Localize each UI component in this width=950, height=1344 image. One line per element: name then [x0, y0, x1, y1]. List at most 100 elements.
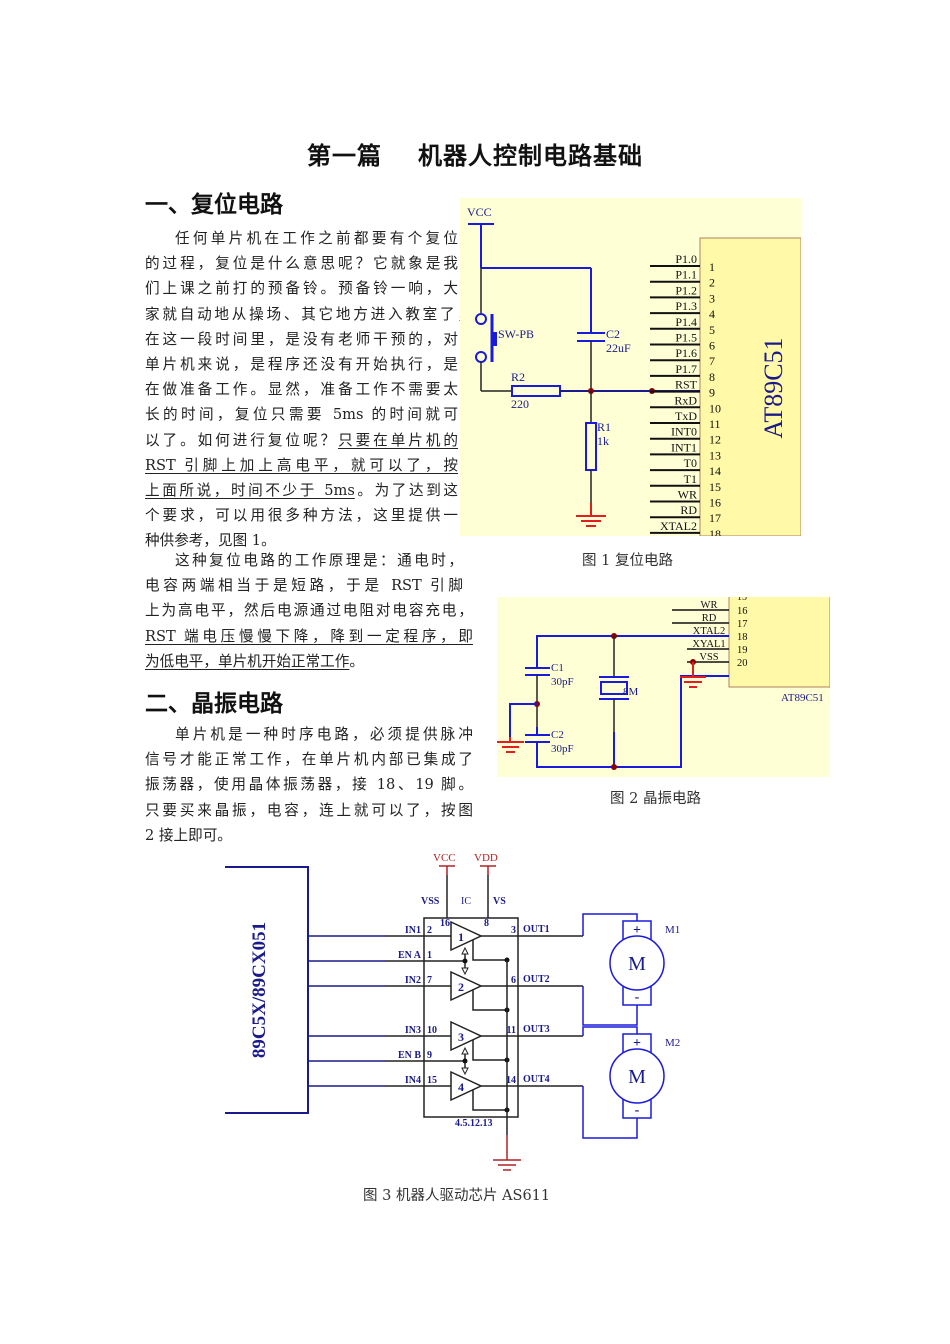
ic-body: [423, 917, 519, 1118]
buffer-amplifier: [450, 920, 483, 952]
pin-number: 20: [737, 658, 748, 669]
pin-number: 3: [511, 925, 516, 936]
text-line: 只要买来晶振，电容，连上就可以了，按图: [145, 801, 473, 819]
ground-icon: [493, 1135, 521, 1171]
input-label: EN B: [398, 1050, 421, 1061]
pin-number: 17: [709, 511, 721, 525]
pin-number: 9: [427, 1050, 432, 1061]
junction-dot: [611, 764, 617, 770]
output-label: OUT4: [523, 1074, 550, 1085]
motor-plus: +: [633, 923, 641, 938]
pin-name: RST: [675, 378, 698, 392]
underlined-text: 上面所说，时间不少于 5ms: [145, 482, 355, 500]
pin-number: 18: [737, 632, 748, 643]
pin-number: 6: [709, 339, 715, 353]
switch-contact: [475, 313, 487, 325]
buffer-amplifier: [450, 1020, 483, 1052]
buffer-amplifier: [450, 970, 483, 1002]
ground-pins-label: 4.5.12.13: [455, 1118, 493, 1129]
reset-paragraph-1: 任何单片机在工作之前都要有个复位 的过程，复位是什么意思呢？它就象是我 们上课之…: [145, 226, 472, 554]
buffer-number: 3: [458, 1030, 464, 1044]
pin-name: P1.6: [675, 346, 697, 360]
pin-number: 3: [709, 291, 715, 305]
pin-number: 16: [709, 496, 721, 510]
text-line: 在做准备工作。显然，准备工作不需要太: [145, 381, 458, 399]
motors: M+-M1M+-M2: [582, 913, 680, 1139]
underlined-text: RST 端电压慢慢下降，降到一定程序，即: [145, 627, 473, 645]
r1-label: R1: [597, 420, 611, 434]
pin-name: XYAL1: [692, 639, 725, 650]
pin-name: P1.3: [675, 299, 697, 313]
figure-1-reset-circuit: AT89C51 VCC SW-PB C2 22uF R2 220 R1 1k P…: [460, 198, 801, 536]
text-line: 在这一段时间里，是没有老师干预的，对: [145, 330, 458, 348]
crystal-paragraph: 单片机是一种时序电路，必须提供脉冲 信号才能正常工作，在单片机内部已集成了 振荡…: [145, 722, 473, 848]
switch-label: SW-PB: [498, 327, 534, 341]
pin-number: 16: [737, 606, 748, 617]
text-line: 2 接上即可。: [145, 826, 232, 844]
pin-number: 10: [427, 1025, 437, 1036]
text-span: 以了。如何进行复位呢？: [145, 431, 339, 449]
wire: [509, 703, 537, 737]
text-line: 振荡器，使用晶体振荡器，接 18、19 脚。: [145, 776, 473, 794]
vcc-label: VCC: [467, 205, 492, 219]
motor-icon: [609, 1048, 665, 1104]
pin-name: P1.0: [675, 252, 697, 266]
pin-number: 2: [709, 276, 715, 290]
text-span: 。为了达到这: [354, 482, 458, 500]
text-line: 单片机来说，是程序还没有开始执行，是: [145, 356, 458, 374]
output-label: OUT2: [523, 974, 550, 985]
wire: [472, 990, 507, 1011]
c2-value: 22uF: [606, 341, 631, 355]
input-label: IN3: [405, 1025, 421, 1036]
pin-name: T0: [684, 456, 697, 470]
pin-name: P1.7: [675, 362, 697, 376]
pin-name: P1.1: [675, 268, 697, 282]
ground-icon: [497, 737, 524, 753]
ground-icon: [680, 662, 706, 688]
pin-name: T1: [684, 472, 697, 486]
input-label: IN1: [405, 925, 421, 936]
pin-number: 13: [709, 448, 721, 462]
motor-minus: -: [635, 1103, 640, 1118]
output-label: OUT3: [523, 1024, 550, 1035]
chip-body: [699, 237, 801, 536]
pin-number: 15: [737, 597, 747, 603]
section-heading-crystal: 二、晶振电路: [145, 691, 283, 717]
pin-number: 2: [427, 925, 432, 936]
c2-label: C2: [551, 729, 564, 741]
pin-name: XTAL2: [693, 626, 725, 637]
output-label: OUT1: [523, 924, 550, 935]
chip-body: [728, 597, 830, 688]
pin-number: 6: [511, 975, 516, 986]
crystal-body: [600, 681, 628, 695]
text-line: 上为高电平，然后电源通过电阻对电容充电，: [145, 602, 473, 620]
motor-icon: [609, 935, 665, 991]
pin-name: VSS: [699, 652, 718, 663]
underlined-text: 只要在单片机的: [338, 431, 458, 449]
chip-label: AT89C51: [781, 692, 824, 704]
title-part: 第一篇: [307, 142, 382, 170]
c2-value: 30pF: [551, 743, 574, 755]
text-line: 电容两端相当于是短路，于是 RST 引脚: [145, 577, 463, 595]
pin-number: 11: [709, 417, 721, 431]
pin-number: 16: [440, 918, 450, 929]
pin-name: P1.2: [675, 283, 697, 297]
pin-number: 11: [507, 1025, 516, 1036]
pin-name: P1.5: [675, 331, 697, 345]
enable-arrow: [461, 1067, 469, 1076]
pin-number: 7: [709, 354, 715, 368]
c1-label: C1: [551, 662, 564, 674]
c1-value: 30pF: [551, 676, 574, 688]
page-title: 第一篇机器人控制电路基础: [0, 136, 950, 171]
junction-dot: [462, 1058, 468, 1064]
pin-number: 17: [737, 619, 748, 630]
pin-number: 15: [427, 1075, 437, 1086]
input-label: IN2: [405, 975, 421, 986]
pin-number: 18: [709, 527, 721, 536]
vcc-label: VCC: [433, 852, 456, 864]
crystal-value: 8M: [623, 686, 639, 698]
reset-paragraph-2: 这种复位电路的工作原理是：通电时， 电容两端相当于是短路，于是 RST 引脚 上…: [145, 548, 473, 674]
pin-number: 1: [709, 260, 715, 274]
